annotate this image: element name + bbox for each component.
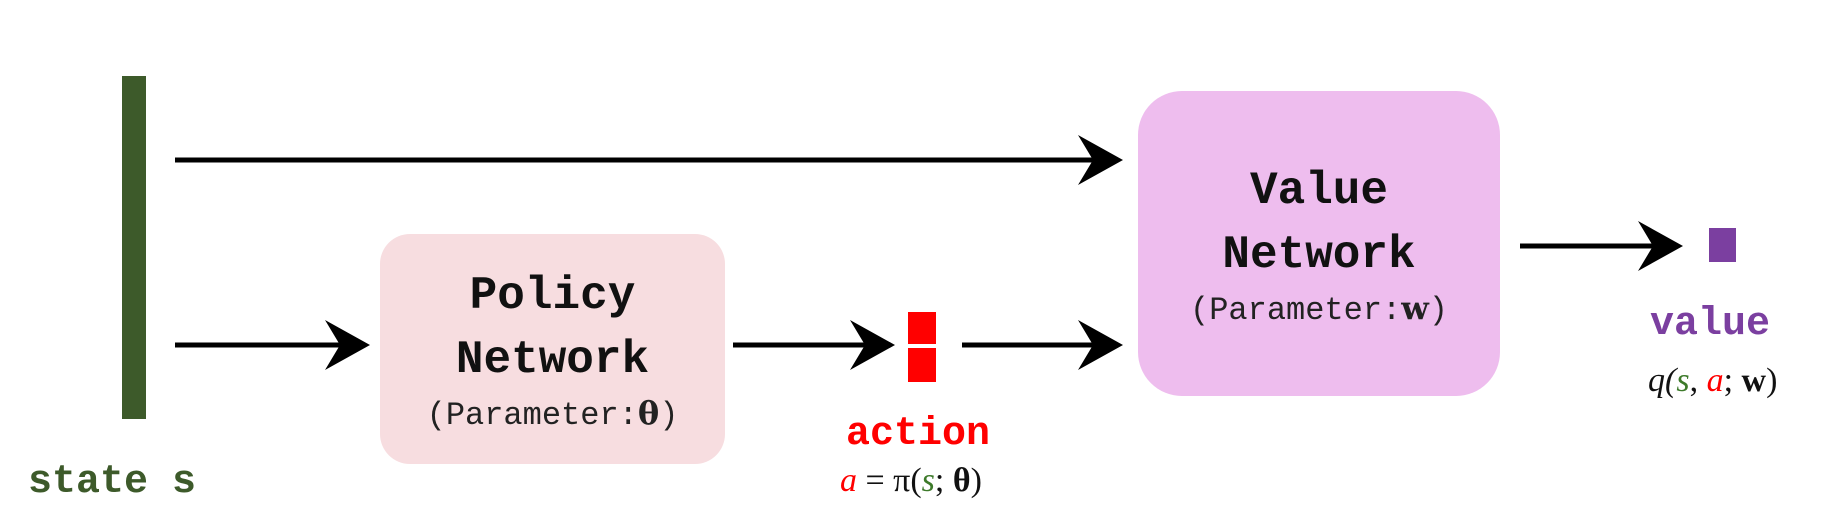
value-formula-w: w [1741, 362, 1767, 399]
value-output-square [1709, 228, 1736, 262]
value-formula-q: q( [1648, 362, 1677, 399]
policy-network-title-line1: Policy [469, 270, 636, 322]
value-formula-a: a [1706, 362, 1724, 399]
state-vector-bar [122, 76, 146, 419]
policy-param-symbol: θ [637, 394, 660, 432]
action-formula-close: ) [970, 462, 982, 499]
action-vector-bottom [908, 348, 936, 382]
action-formula-s: s [921, 462, 935, 499]
value-param-suffix: ) [1428, 291, 1448, 329]
action-formula-eq: = π( [857, 462, 922, 499]
value-formula: q(s, a; w) [1648, 362, 1777, 400]
policy-network-title-line2: Network [455, 334, 650, 386]
value-network-box: Value Network (Parameter:w) [1138, 91, 1500, 396]
action-vector-top [908, 312, 936, 344]
value-formula-sep: ; [1723, 362, 1742, 399]
value-param-symbol: w [1401, 288, 1429, 327]
action-label: action [846, 412, 991, 457]
action-formula-theta: θ [952, 462, 971, 499]
value-formula-close: ) [1766, 362, 1778, 399]
policy-param-suffix: ) [659, 397, 679, 434]
policy-param-prefix: (Parameter: [426, 397, 638, 434]
state-label: state s [28, 460, 197, 505]
value-formula-comma: , [1689, 362, 1707, 399]
value-network-parameter: (Parameter:w) [1190, 289, 1448, 329]
action-formula-sep: ; [934, 462, 953, 499]
value-network-title-line2: Network [1222, 228, 1416, 281]
action-formula: a = π(s; θ) [840, 462, 982, 500]
policy-network-parameter: (Parameter:θ) [427, 394, 679, 434]
value-formula-s: s [1676, 362, 1690, 399]
value-param-prefix: (Parameter: [1190, 291, 1402, 329]
policy-network-box: Policy Network (Parameter:θ) [380, 234, 725, 464]
value-network-title-line1: Value [1249, 164, 1389, 217]
value-label: value [1650, 302, 1771, 347]
action-formula-a: a [840, 462, 857, 499]
